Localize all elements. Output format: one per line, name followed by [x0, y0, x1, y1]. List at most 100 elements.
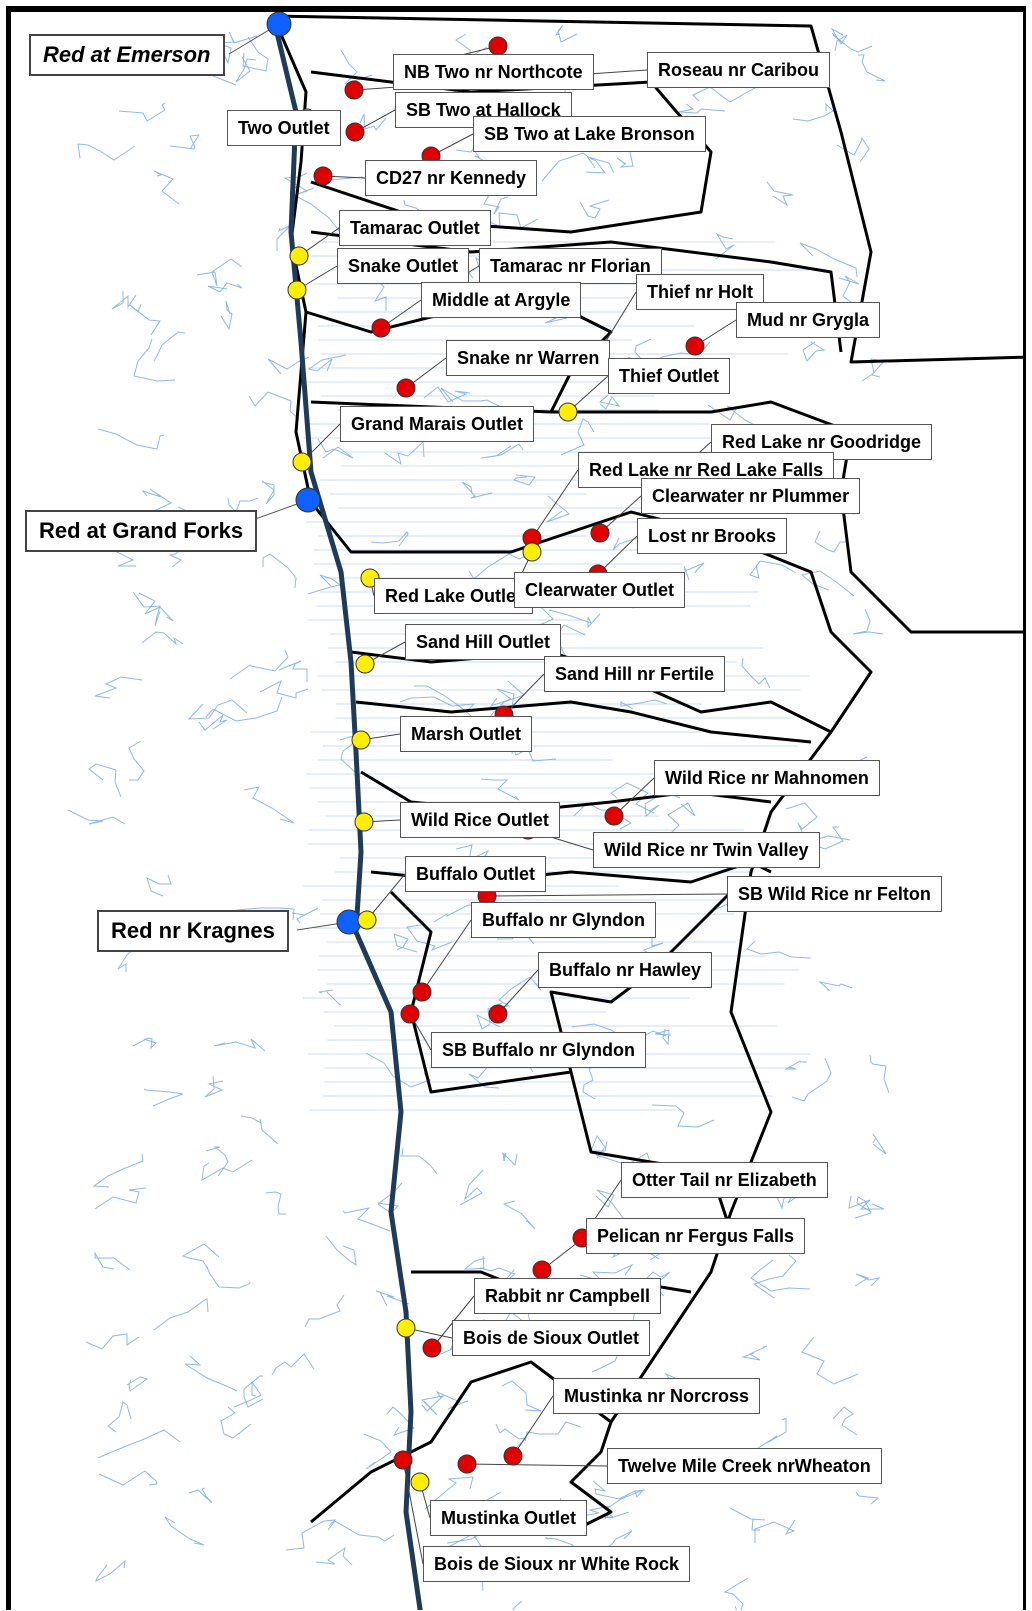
river-stream — [233, 1380, 262, 1408]
river-stream — [205, 1146, 229, 1177]
river-stream — [220, 300, 233, 331]
station-label: SB Two at Lake Bronson — [473, 116, 706, 152]
outlet-station-marker — [351, 730, 371, 750]
main-station-marker — [295, 487, 321, 513]
river-stream — [869, 1054, 890, 1094]
station-label: Marsh Outlet — [400, 716, 533, 752]
main-station-label: Red at Emerson — [29, 34, 225, 76]
station-label: Wild Rice Outlet — [400, 802, 560, 838]
river-stream — [461, 481, 493, 499]
outlet-station-marker — [289, 246, 309, 266]
river-stream — [126, 1376, 149, 1392]
river-stream — [420, 1395, 445, 1416]
river-stream — [489, 688, 515, 709]
river-stream — [818, 981, 853, 991]
river-stream — [206, 1266, 251, 1289]
river-stream — [370, 531, 409, 547]
outlet-station-marker — [410, 1472, 430, 1492]
station-label: Clearwater Outlet — [514, 572, 686, 608]
watershed-boundary — [551, 400, 1023, 634]
river-stream — [848, 1195, 885, 1210]
river-stream — [480, 443, 524, 459]
river-stream — [384, 440, 425, 466]
river-stream — [94, 1187, 147, 1210]
station-label: Tamarac Outlet — [339, 210, 491, 246]
river-stream — [741, 657, 771, 689]
station-label: Buffalo nr Hawley — [538, 952, 713, 988]
river-stream — [98, 1470, 158, 1486]
river-stream — [616, 151, 634, 168]
gauge-station-marker — [604, 806, 624, 826]
river-stream — [610, 782, 655, 814]
river-stream — [424, 1476, 474, 1510]
river-stream — [204, 1075, 224, 1098]
river-stream — [463, 1255, 486, 1270]
river-stream — [476, 1002, 503, 1030]
river-stream — [792, 102, 834, 122]
station-label: Mustinka Outlet — [430, 1500, 588, 1536]
main-station-marker — [266, 12, 292, 37]
river-stream — [784, 1060, 807, 1070]
river-stream — [262, 553, 297, 589]
leader-line — [366, 873, 406, 921]
river-stream — [400, 1147, 438, 1175]
station-label: Bois de Sioux nr White Rock — [423, 1546, 691, 1582]
river-stream — [838, 275, 863, 312]
river-stream — [229, 649, 289, 680]
station-label: Sand Hill Outlet — [405, 624, 562, 660]
river-stream — [188, 1487, 213, 1504]
river-stream — [359, 113, 387, 131]
river-stream — [132, 591, 161, 627]
station-label: Snake nr Warren — [446, 340, 611, 376]
river-stream — [651, 1104, 715, 1128]
river-stream — [802, 341, 826, 362]
leader-line — [531, 469, 579, 539]
river-stream — [111, 291, 137, 310]
river-stream — [141, 631, 184, 646]
river-stream — [546, 495, 570, 523]
river-stream — [271, 1353, 315, 1376]
river-stream — [620, 699, 668, 710]
river-stream — [242, 36, 269, 72]
station-label: Middle at Argyle — [421, 282, 582, 318]
river-stream — [133, 338, 176, 382]
gauge-station-marker — [345, 122, 365, 142]
outlet-station-marker — [292, 452, 312, 472]
station-label: Red Lake Outlet — [374, 578, 534, 614]
leader-line — [402, 1459, 424, 1565]
river-stream — [97, 428, 165, 450]
river-stream — [854, 1196, 872, 1219]
river-stream — [107, 1401, 132, 1433]
river-stream — [88, 763, 122, 798]
outlet-station-marker — [522, 542, 542, 562]
river-stream — [455, 148, 487, 163]
river-stream — [327, 1520, 395, 1542]
river-stream — [831, 32, 873, 53]
river-stream — [741, 1345, 768, 1361]
gauge-station-marker — [396, 378, 416, 398]
river-stream — [493, 976, 542, 1008]
river-stream — [512, 1600, 523, 1610]
leader-line — [503, 673, 545, 716]
river-stream — [729, 1507, 766, 1531]
river-stream — [399, 696, 476, 712]
station-label: Thief Outlet — [608, 358, 730, 394]
river-stream — [317, 438, 354, 459]
river-stream — [585, 156, 615, 174]
river-stream — [198, 714, 228, 731]
station-label: Roseau nr Caribou — [647, 52, 831, 88]
river-stream — [502, 1200, 536, 1230]
gauge-station-marker — [503, 1446, 523, 1466]
river-stream — [307, 354, 347, 372]
gauge-station-marker — [457, 1454, 477, 1474]
river-stream — [440, 387, 510, 412]
main-station-marker — [336, 909, 362, 935]
gauge-station-marker — [371, 318, 391, 338]
river-stream — [265, 1191, 286, 1215]
river-stream — [201, 1159, 253, 1181]
river-stream — [414, 685, 479, 725]
river-stream — [560, 418, 595, 456]
river-stream — [814, 530, 847, 553]
river-stream — [95, 1559, 126, 1582]
river-stream — [278, 660, 308, 682]
